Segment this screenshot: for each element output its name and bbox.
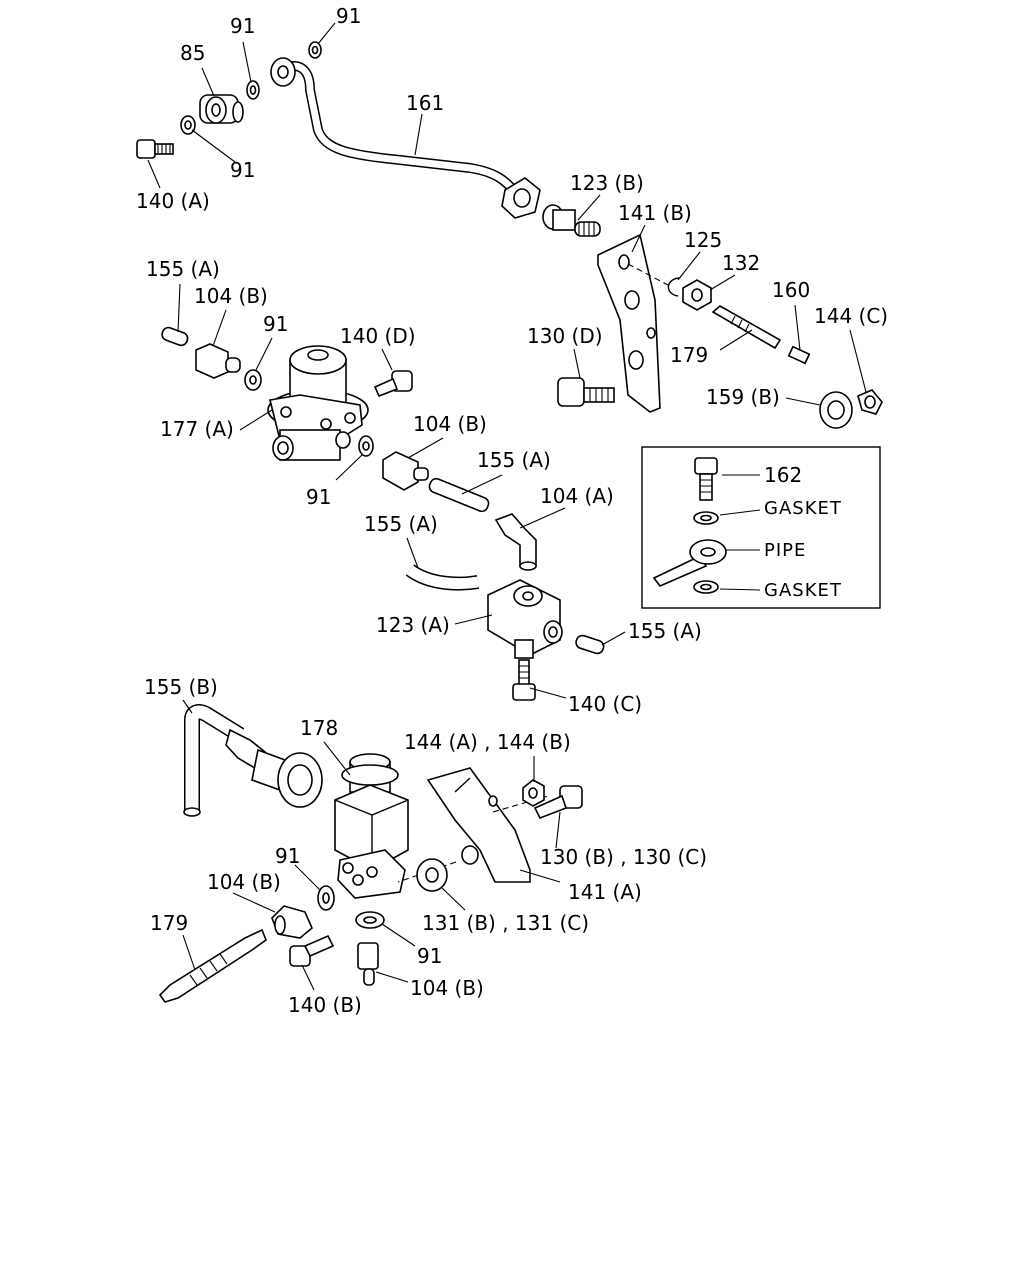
label-160: 160 bbox=[772, 278, 810, 302]
inset-label-gasket-top: GASKET bbox=[764, 498, 842, 519]
label-91: 91 bbox=[275, 844, 300, 868]
label-140d: 140 (D) bbox=[340, 324, 416, 348]
label-125: 125 bbox=[684, 228, 722, 252]
label-132: 132 bbox=[722, 251, 760, 275]
label-85: 85 bbox=[180, 41, 205, 65]
label-91: 91 bbox=[230, 14, 255, 38]
label-91: 91 bbox=[263, 312, 288, 336]
label-159b: 159 (B) bbox=[706, 385, 780, 409]
label-140b: 140 (B) bbox=[288, 993, 362, 1017]
label-155a: 155 (A) bbox=[477, 448, 551, 472]
label-123a: 123 (A) bbox=[376, 613, 450, 637]
label-91: 91 bbox=[230, 158, 255, 182]
label-178: 178 bbox=[300, 716, 338, 740]
label-155a: 155 (A) bbox=[628, 619, 702, 643]
inset-label-gasket-bottom: GASKET bbox=[764, 580, 842, 601]
label-130b-130c: 130 (B) , 130 (C) bbox=[540, 845, 707, 869]
label-130d: 130 (D) bbox=[527, 324, 603, 348]
label-104b: 104 (B) bbox=[410, 976, 484, 1000]
label-141b: 141 (B) bbox=[618, 201, 692, 225]
label-140a: 140 (A) bbox=[136, 189, 210, 213]
inset-frame bbox=[641, 446, 881, 609]
inset-detail bbox=[641, 446, 881, 609]
inset-label-pipe: PIPE bbox=[764, 540, 806, 561]
label-141a: 141 (A) bbox=[568, 880, 642, 904]
label-161: 161 bbox=[406, 91, 444, 115]
inset-label-162: 162 bbox=[764, 463, 802, 487]
label-155a: 155 (A) bbox=[146, 257, 220, 281]
label-155b: 155 (B) bbox=[144, 675, 218, 699]
label-104a: 104 (A) bbox=[540, 484, 614, 508]
label-91: 91 bbox=[336, 4, 361, 28]
label-140c: 140 (C) bbox=[568, 692, 642, 716]
label-144a-144b: 144 (A) , 144 (B) bbox=[404, 730, 571, 754]
label-104b: 104 (B) bbox=[207, 870, 281, 894]
label-131b-131c: 131 (B) , 131 (C) bbox=[422, 911, 589, 935]
leader-lines bbox=[147, 22, 867, 991]
label-177a: 177 (A) bbox=[160, 417, 234, 441]
label-123b: 123 (B) bbox=[570, 171, 644, 195]
label-179: 179 bbox=[670, 343, 708, 367]
label-91: 91 bbox=[417, 944, 442, 968]
label-179: 179 bbox=[150, 911, 188, 935]
label-104b: 104 (B) bbox=[413, 412, 487, 436]
pipe-161-assembly bbox=[136, 41, 883, 429]
regulator-177a-assembly bbox=[161, 326, 605, 701]
valve-178-assembly bbox=[158, 704, 583, 1003]
label-91: 91 bbox=[306, 485, 331, 509]
label-144c: 144 (C) bbox=[814, 304, 888, 328]
labels: 91 91 85 91 140 (A) 161 123 (B) 141 (B) … bbox=[136, 4, 888, 1017]
label-104b: 104 (B) bbox=[194, 284, 268, 308]
label-155a: 155 (A) bbox=[364, 512, 438, 536]
